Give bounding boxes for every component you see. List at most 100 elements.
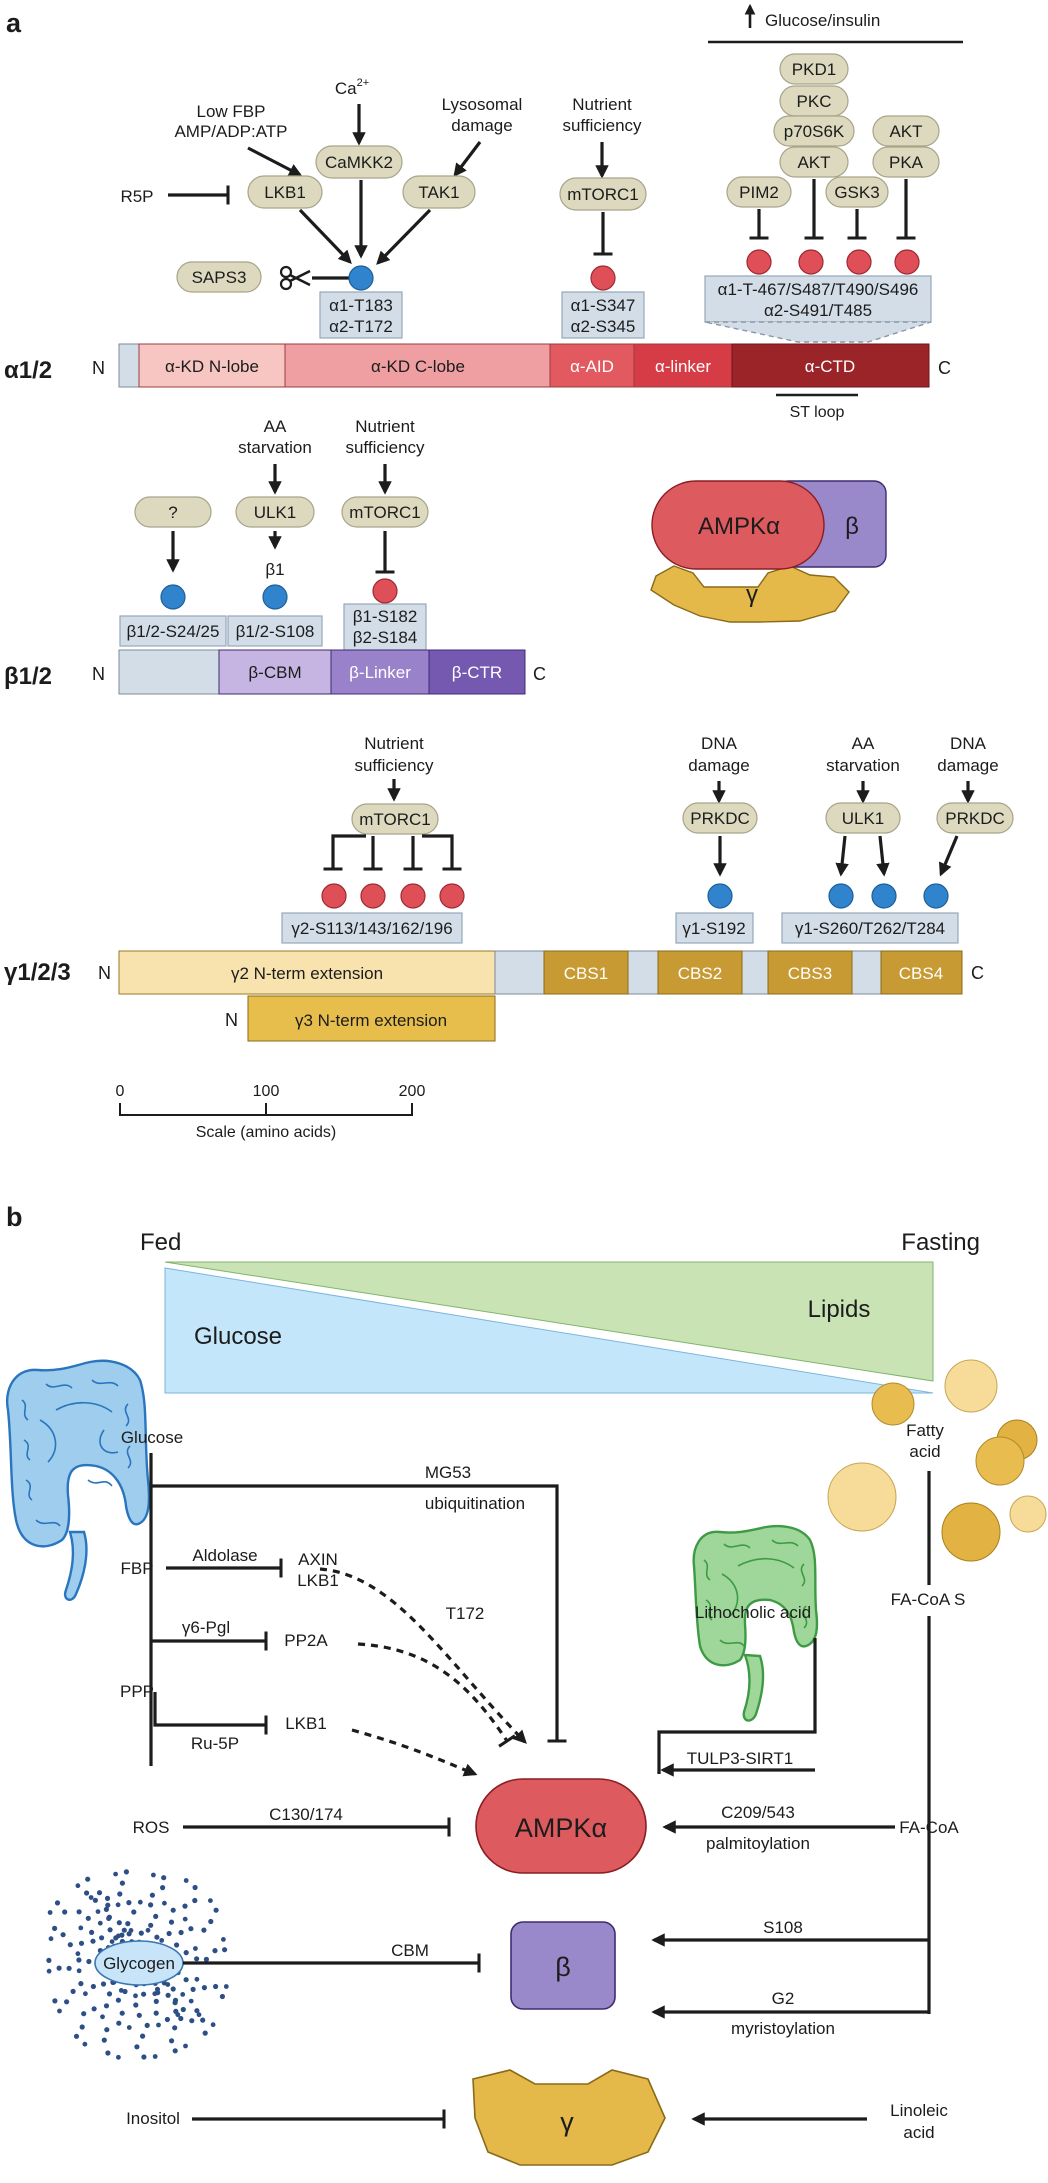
glycogen-dot [116, 2020, 122, 2026]
glycogen-dot [128, 1928, 134, 1933]
glycogen-dot [90, 1938, 96, 1944]
arrow-lkb1-t183 [298, 208, 352, 264]
inositol-label: Inositol [126, 2109, 180, 2128]
glycogen-dot [134, 2044, 140, 2050]
glycogen-dot [194, 1976, 200, 1982]
glycogen-dot [60, 1932, 66, 1938]
axin-to-ampk-dashed [319, 1567, 527, 1744]
glycogen-dot [76, 1968, 82, 1974]
glycogen-dot [193, 1946, 198, 1951]
scale-tick-0: 0 [116, 1083, 125, 1100]
glycogen-cbm-label: CBM [391, 1941, 429, 1960]
axin-label: AXIN [298, 1550, 338, 1569]
alpha-linker-label: α-linker [655, 357, 711, 376]
cbs4 [880, 950, 963, 995]
glycogen-dot [141, 2054, 147, 2060]
glycogen-dot [172, 2048, 178, 2054]
glycogen-dot [133, 1993, 138, 1999]
site-t183-box [319, 291, 403, 339]
glycogen-dot [183, 1977, 189, 1983]
glycogen-dot [107, 1927, 113, 1933]
ru5p-label: Ru-5P [191, 1734, 239, 1753]
ppp-lkb1-label: LKB1 [285, 1714, 327, 1733]
ulk1-beta-pill [235, 496, 315, 528]
pim2-label: PIM2 [739, 183, 779, 202]
gamma2-ext-label: γ2 N-term extension [231, 964, 383, 983]
akt-b-pill [872, 115, 940, 147]
glycogen-dot [126, 1900, 132, 1906]
scale-tick-200: 200 [399, 1083, 426, 1100]
site-s260-box [781, 912, 959, 944]
lipid-droplets-illustration [827, 1359, 1047, 1562]
glycogen-dot [202, 2030, 208, 2036]
fatty-acid-label-1: Fatty [906, 1421, 944, 1440]
prkdc-b-pill [936, 802, 1014, 834]
phospho-g2-4 [439, 883, 465, 909]
glycogen-dot [188, 1998, 194, 2004]
glycogen-dot [148, 1922, 154, 1928]
lysosomal-damage-label: damage [451, 116, 512, 135]
cbs4-label: CBS4 [899, 964, 943, 983]
prkdc-b-label: PRKDC [945, 809, 1005, 828]
phospho-ctd-1 [746, 249, 772, 275]
site-g2-box [281, 912, 463, 944]
beta-c-term: C [533, 664, 546, 684]
gsk3-pill [825, 176, 889, 208]
glycogen-dot [91, 2006, 97, 2012]
glycogen-dot [115, 1997, 121, 2003]
scissors-icon [279, 265, 311, 291]
glycogen-dot [182, 1903, 188, 1909]
ppp-label: PPP [120, 1682, 154, 1701]
glycogen-dot [183, 2043, 188, 2049]
glycogen-dot [212, 1948, 218, 1954]
glycogen-dot [208, 1898, 213, 1903]
glycogen-dot [101, 2037, 107, 2043]
glycogen-dot [62, 1909, 68, 1915]
glycogen-dot [119, 1880, 125, 1886]
glycogen-dot [141, 1991, 147, 1997]
glycogen-dot [85, 1915, 91, 1921]
cbs2 [657, 950, 743, 995]
glycogen-dot [182, 1916, 188, 1922]
glycogen-dot [89, 1929, 95, 1935]
akt-a-label: AKT [797, 153, 830, 172]
c209-label: C209/543 [721, 1803, 795, 1822]
ampk-alpha-label: AMPKα [515, 1813, 607, 1843]
panel-b-label: b [6, 1202, 23, 1232]
glycogen-dot [173, 2008, 179, 2014]
ulk1-gamma-pill [825, 802, 901, 834]
phospho-g2-3 [400, 883, 426, 909]
mg53-label: MG53 [425, 1463, 471, 1482]
intestine-blue-illustration [5, 1359, 151, 1601]
glycogen-dot [92, 1897, 98, 1903]
glycogen-dot [149, 1892, 155, 1898]
glycogen-dot [86, 1958, 92, 1965]
amp-ratio-label: AMP/ADP:ATP [174, 122, 287, 141]
phospho-ctd-2 [798, 249, 824, 275]
glycogen-dot [159, 1938, 165, 1943]
glycogen-dot [223, 1984, 229, 1989]
mtorc1-gamma-label: mTORC1 [359, 810, 430, 829]
glycogen-dot [166, 1930, 172, 1937]
glycogen-dot [156, 2022, 161, 2028]
s108-label: S108 [763, 1918, 803, 1937]
gamma-c-term: C [971, 963, 984, 983]
glycogen-dot [75, 1951, 81, 1957]
ubiquitination-label: ubiquitination [425, 1494, 525, 1513]
glycogen-dot [172, 1997, 179, 2003]
glycogen-dot [84, 1890, 90, 1896]
glycogen-dot [113, 1871, 118, 1877]
alpha-kd-c-lobe [284, 343, 551, 388]
fatty-acid-label-2: acid [909, 1442, 940, 1461]
glycogen-dot [104, 2027, 110, 2033]
ru5p-lkb1 [153, 1692, 268, 1735]
gamma-n-term: N [98, 963, 111, 983]
glycogen-dot [137, 1899, 143, 1905]
beta-cbm-label: β-CBM [248, 663, 301, 682]
glycogen-dot [70, 1988, 76, 1994]
phospho-ctd-4 [894, 249, 920, 275]
glucose-label: Glucose [121, 1428, 183, 1447]
tak1-label: TAK1 [418, 183, 459, 202]
gamma-section: Nutrient sufficiency DNA damage AA starv… [4, 734, 1014, 1042]
glycogen-dot [160, 1885, 166, 1891]
